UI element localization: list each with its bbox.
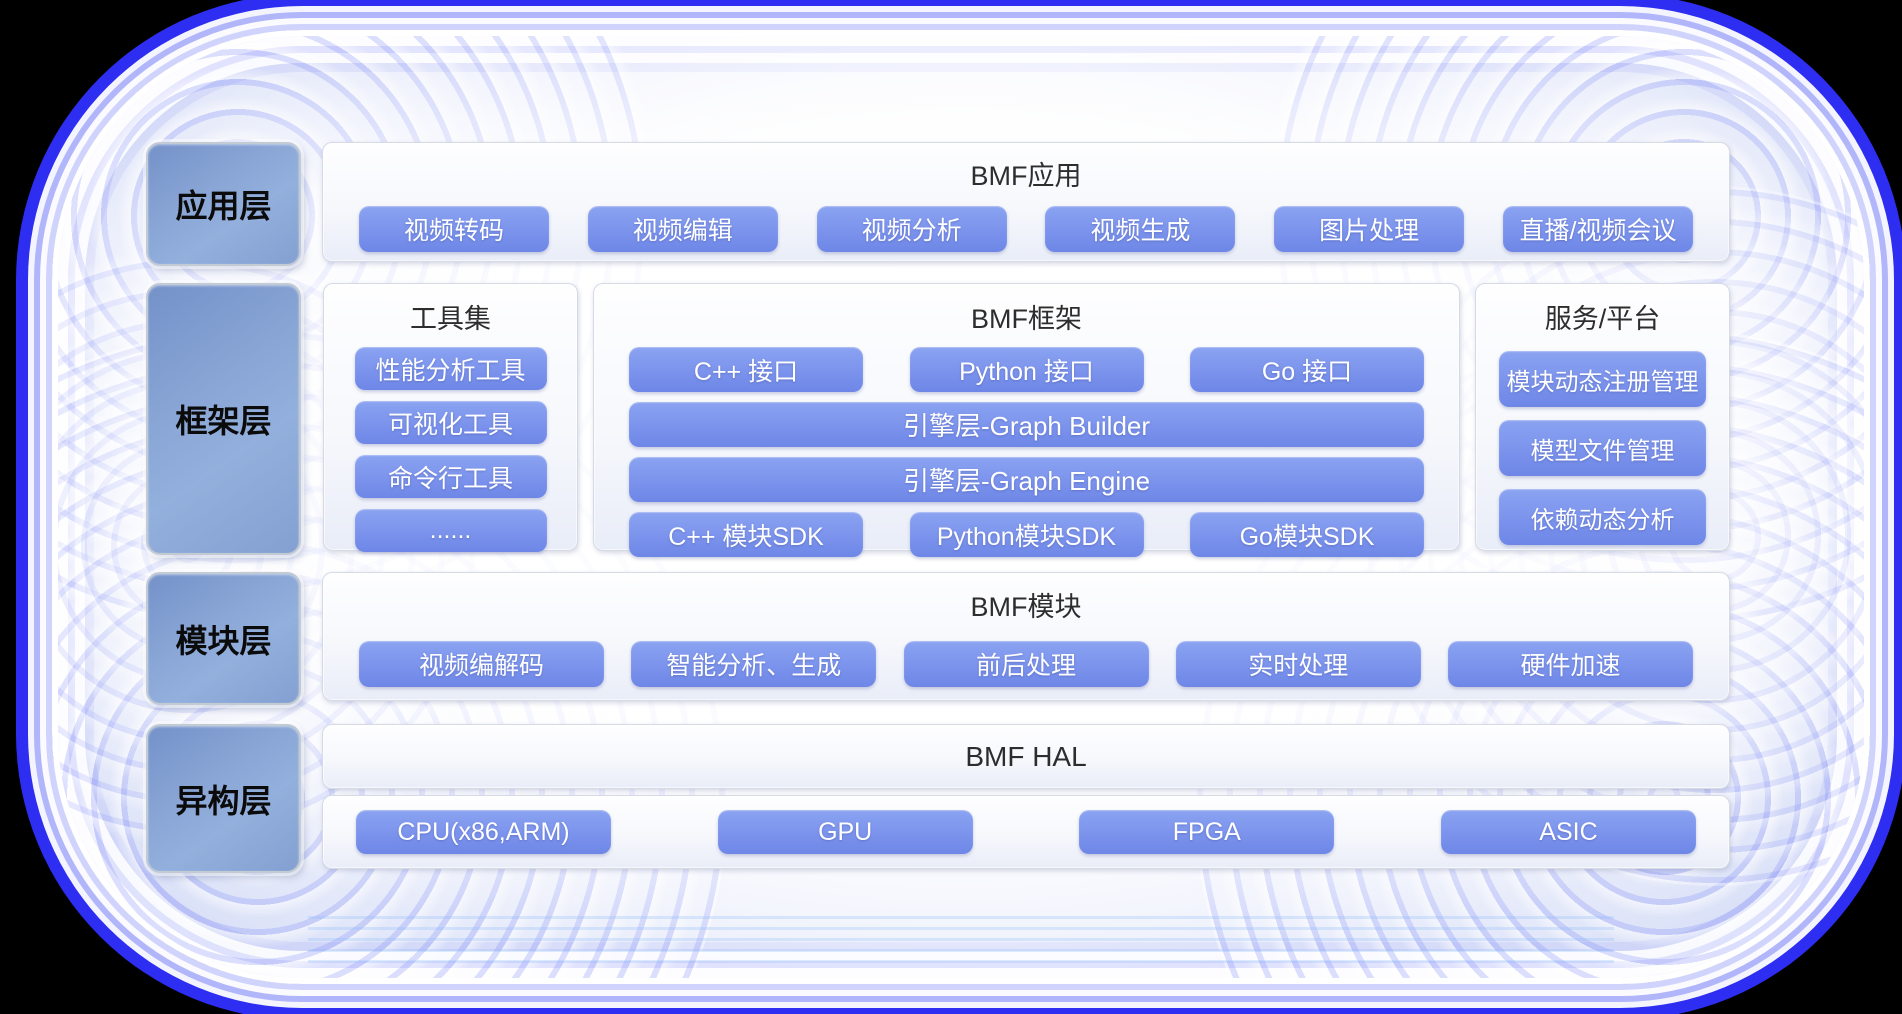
chip-dependency-dynamic-analysis: 依赖动态分析 bbox=[1499, 489, 1706, 545]
chip-model-file-management: 模型文件管理 bbox=[1499, 420, 1706, 476]
chip-module-dynamic-registration: 模块动态注册管理 bbox=[1499, 351, 1706, 407]
chip-video-analysis: 视频分析 bbox=[816, 206, 1007, 252]
chip-pre-post-processing: 前后处理 bbox=[903, 641, 1149, 687]
layer-label-framework: 框架层 bbox=[146, 283, 301, 555]
chip-cpp-api: C++ 接口 bbox=[629, 347, 863, 392]
chip-hardware-acceleration: 硬件加速 bbox=[1448, 641, 1693, 687]
bmf-hal-panel: BMF HAL bbox=[322, 724, 1730, 789]
services-platform-panel: 服务/平台 模块动态注册管理 模型文件管理 依赖动态分析 bbox=[1475, 283, 1730, 551]
bar-engine-graph-engine: 引擎层-Graph Engine bbox=[629, 457, 1424, 502]
bmf-modules-panel-title: BMF模块 bbox=[970, 592, 1082, 622]
toolset-panel: 工具集 性能分析工具 可视化工具 命令行工具 ...... bbox=[323, 283, 578, 552]
services-chip-column: 模块动态注册管理 模型文件管理 依赖动态分析 bbox=[1476, 351, 1729, 545]
chip-more-tools: ...... bbox=[354, 509, 547, 552]
application-chip-row: 视频转码 视频编辑 视频分析 视频生成 图片处理 直播/视频会议 bbox=[323, 206, 1729, 252]
chip-python-api: Python 接口 bbox=[909, 347, 1144, 392]
stripe-decoration bbox=[308, 916, 1614, 964]
layer-label-heterogeneous: 异构层 bbox=[146, 724, 301, 873]
bmf-hal-panel-title: BMF HAL bbox=[965, 740, 1087, 772]
chip-video-codec: 视频编解码 bbox=[359, 641, 604, 687]
chip-fpga: FPGA bbox=[1079, 810, 1335, 854]
chip-ai-analysis-generation: 智能分析、生成 bbox=[631, 641, 877, 687]
chip-go-api: Go 接口 bbox=[1190, 347, 1424, 392]
bmf-framework-panel: BMF框架 C++ 接口 Python 接口 Go 接口 引擎层-Graph B… bbox=[593, 283, 1460, 557]
chip-live-video-conference: 直播/视频会议 bbox=[1502, 206, 1693, 252]
hardware-panel: CPU(x86,ARM) GPU FPGA ASIC bbox=[322, 795, 1730, 869]
application-panel: BMF应用 视频转码 视频编辑 视频分析 视频生成 图片处理 直播/视频会议 bbox=[322, 142, 1730, 262]
chip-gpu: GPU bbox=[717, 810, 973, 854]
bmf-framework-grid: C++ 接口 Python 接口 Go 接口 引擎层-Graph Builder… bbox=[629, 347, 1424, 557]
services-platform-panel-title: 服务/平台 bbox=[1544, 304, 1661, 334]
application-panel-title: BMF应用 bbox=[970, 161, 1082, 191]
toolset-chip-column: 性能分析工具 可视化工具 命令行工具 ...... bbox=[324, 347, 577, 552]
chip-python-module-sdk: Python模块SDK bbox=[909, 512, 1144, 557]
chip-cli-tool: 命令行工具 bbox=[354, 455, 547, 498]
chip-video-transcode: 视频转码 bbox=[359, 206, 549, 252]
chip-cpp-module-sdk: C++ 模块SDK bbox=[629, 512, 863, 557]
layer-label-module: 模块层 bbox=[146, 572, 301, 705]
chip-video-generation: 视频生成 bbox=[1045, 206, 1236, 252]
chip-go-module-sdk: Go模块SDK bbox=[1190, 512, 1424, 557]
modules-chip-row: 视频编解码 智能分析、生成 前后处理 实时处理 硬件加速 bbox=[323, 641, 1729, 687]
framework-api-row: C++ 接口 Python 接口 Go 接口 bbox=[629, 347, 1424, 392]
chip-visualization-tool: 可视化工具 bbox=[354, 401, 547, 444]
bar-engine-graph-builder: 引擎层-Graph Builder bbox=[629, 402, 1424, 447]
chip-video-edit: 视频编辑 bbox=[587, 206, 778, 252]
bmf-modules-panel: BMF模块 视频编解码 智能分析、生成 前后处理 实时处理 硬件加速 bbox=[322, 572, 1730, 701]
layer-label-application: 应用层 bbox=[146, 142, 301, 266]
chip-asic: ASIC bbox=[1440, 810, 1696, 854]
bmf-framework-panel-title: BMF框架 bbox=[971, 304, 1082, 334]
chip-image-processing: 图片处理 bbox=[1274, 206, 1465, 252]
framework-sdk-row: C++ 模块SDK Python模块SDK Go模块SDK bbox=[629, 512, 1424, 557]
toolset-panel-title: 工具集 bbox=[410, 304, 491, 334]
chip-performance-analysis-tool: 性能分析工具 bbox=[354, 347, 547, 390]
chip-cpu: CPU(x86,ARM) bbox=[356, 810, 611, 854]
chip-realtime-processing: 实时处理 bbox=[1175, 641, 1421, 687]
